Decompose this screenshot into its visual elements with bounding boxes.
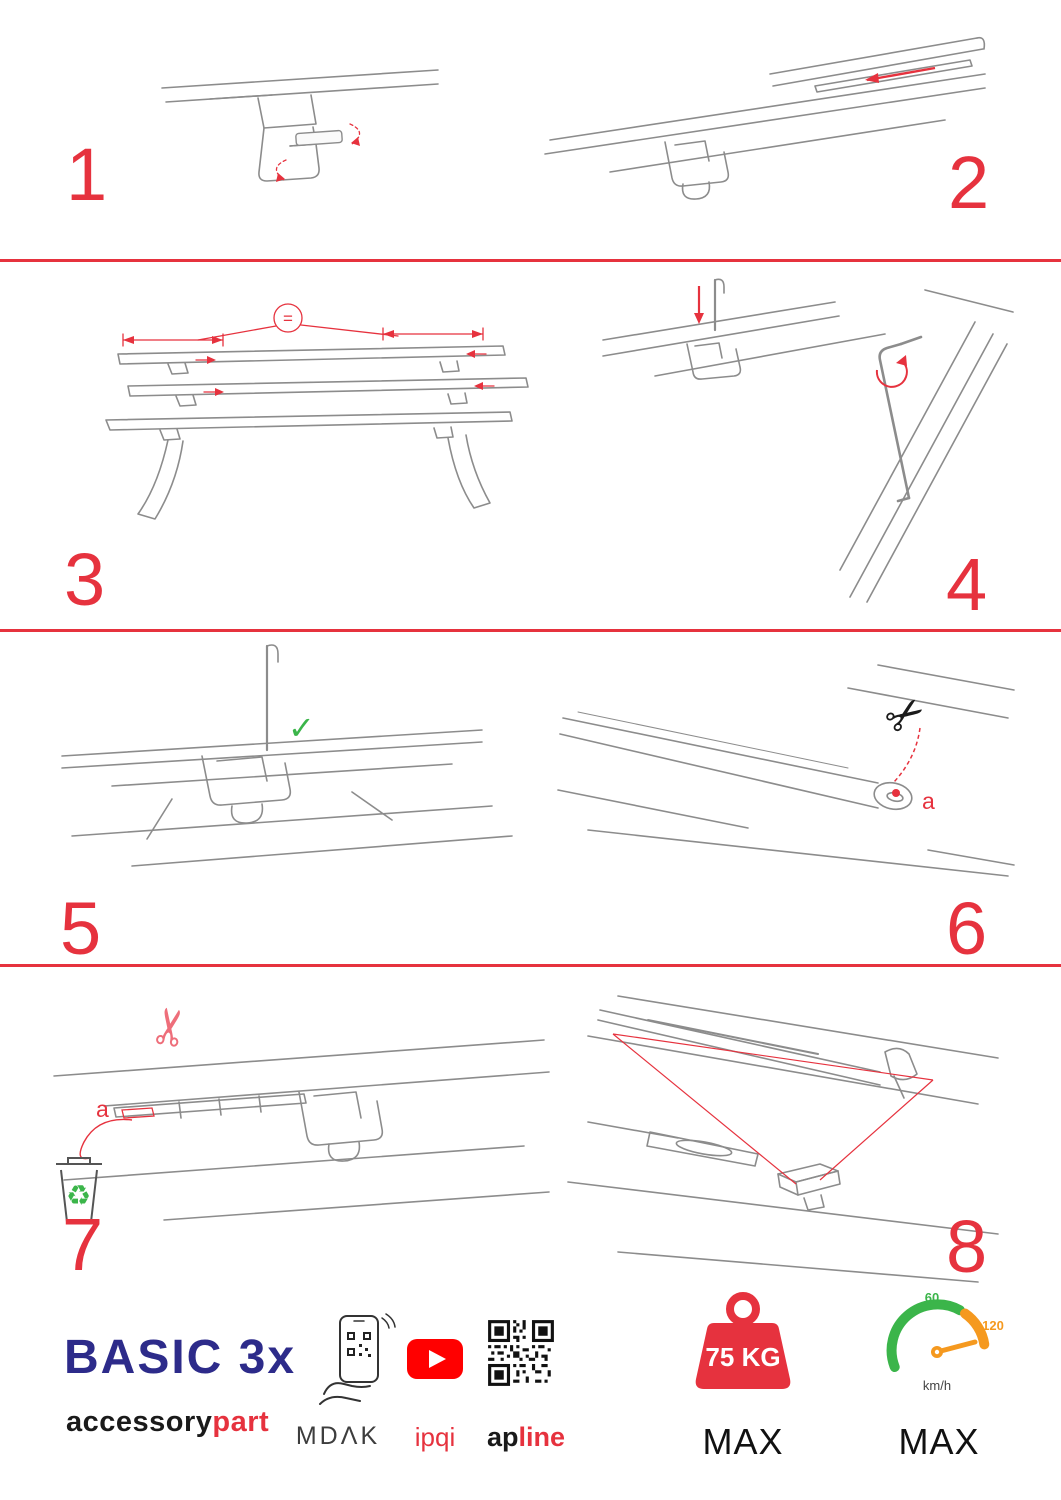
speed-limit-icon: 60 120 km/h (886, 1290, 1004, 1393)
weight-limit-icon: 75 KG (695, 1292, 791, 1389)
partner-logo-apline: apline (480, 1424, 572, 1451)
insert-arrow (351, 137, 360, 146)
speed-low-label: 60 (925, 1290, 939, 1305)
step8-illustration (567, 995, 999, 1283)
speed-unit-label: km/h (923, 1378, 951, 1393)
insert-arrow (276, 173, 285, 182)
weight-limit-value: 75 KG (705, 1342, 780, 1372)
step2-illustration (544, 36, 986, 200)
section-divider (0, 964, 1061, 967)
apline-black: ap (486, 1422, 519, 1452)
slide-arrow-head (865, 73, 879, 83)
partner-logo-mdak: MDΛK (295, 1422, 381, 1450)
scissors-icon: ✂ (138, 1001, 204, 1053)
step6-illustration (557, 664, 1015, 877)
zoom-leader-lines (612, 1033, 934, 1185)
dimension-arrows (123, 330, 483, 396)
rubber-pad (295, 129, 343, 147)
scan-phone-icon (319, 1313, 396, 1405)
brand-logo: BASIC 3x (64, 1331, 297, 1384)
step5-illustration (61, 644, 513, 867)
youtube-icon (407, 1339, 463, 1379)
recycle-icon: ♻ (66, 1179, 92, 1212)
step-2-number: 2 (948, 141, 991, 224)
partner-logo-ipqi: ipqi (414, 1422, 456, 1452)
step6-cut-marks (892, 727, 921, 797)
step4-illustration (602, 278, 1014, 603)
step-6-number: 6 (946, 887, 989, 970)
step-7-number: 7 (62, 1203, 105, 1286)
qr-code (488, 1320, 554, 1386)
apline-red: line (518, 1422, 566, 1452)
step7-illustration (53, 1039, 550, 1223)
check-icon: ✓ (288, 709, 315, 747)
speed-high-label: 120 (982, 1318, 1004, 1333)
trash-bin-icon (56, 1157, 102, 1223)
section-divider (0, 629, 1061, 632)
cut-label-a: a (922, 788, 935, 814)
step4-red-arrows (694, 286, 908, 388)
step-3-number: 3 (64, 538, 107, 621)
equal-spacing-label: = (283, 309, 293, 328)
step1-illustration (161, 69, 439, 182)
step-1-number: 1 (66, 133, 109, 216)
brand-subtitle-red: part (212, 1406, 270, 1438)
speed-max-label: MAX (898, 1421, 980, 1462)
brand-subtitle: accessorypart (66, 1408, 269, 1437)
step-4-number: 4 (946, 543, 989, 626)
step-5-number: 5 (60, 887, 103, 970)
phone-qr-pattern (347, 1332, 371, 1357)
step3-illustration: = (105, 303, 529, 520)
step-8-number: 8 (946, 1205, 989, 1288)
weight-max-label: MAX (702, 1421, 784, 1462)
cut-label-a: a (96, 1096, 109, 1122)
section-divider (0, 259, 1061, 262)
brand-subtitle-black: accessory (66, 1406, 213, 1438)
